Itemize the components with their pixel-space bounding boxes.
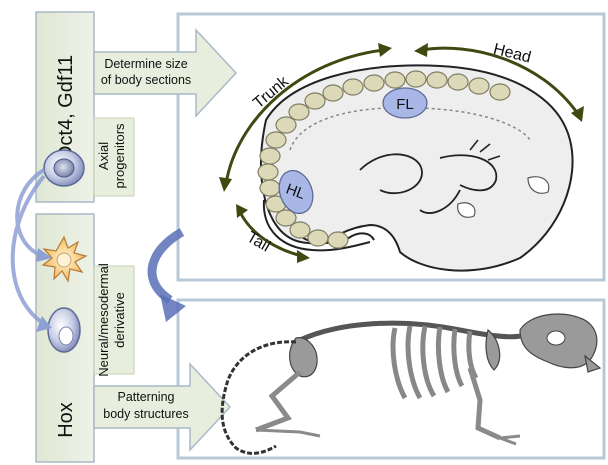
axial-progenitors-label-line1: Axial	[96, 142, 111, 170]
gene-oct4-gdf11-label: Oct4, Gdf11	[55, 55, 77, 161]
patterning-label-line1: Patterning	[118, 390, 175, 404]
neural-mesodermal-label-line2: derivative	[112, 292, 127, 348]
axial-progenitor-cell-icon	[44, 150, 84, 186]
neural-mesodermal-label-line1: Neural/mesodermal	[96, 263, 111, 377]
gene-hox-label: Hox	[55, 402, 77, 438]
determine-size-label-line2: of body sections	[101, 73, 191, 87]
mesodermal-derivative-cell-icon	[48, 308, 80, 352]
axial-progenitors-label-line2: progenitors	[112, 123, 127, 189]
patterning-label-line2: body structures	[103, 407, 188, 421]
determine-size-label-line1: Determine size	[104, 57, 187, 71]
forelimb-label: FL	[396, 96, 414, 113]
